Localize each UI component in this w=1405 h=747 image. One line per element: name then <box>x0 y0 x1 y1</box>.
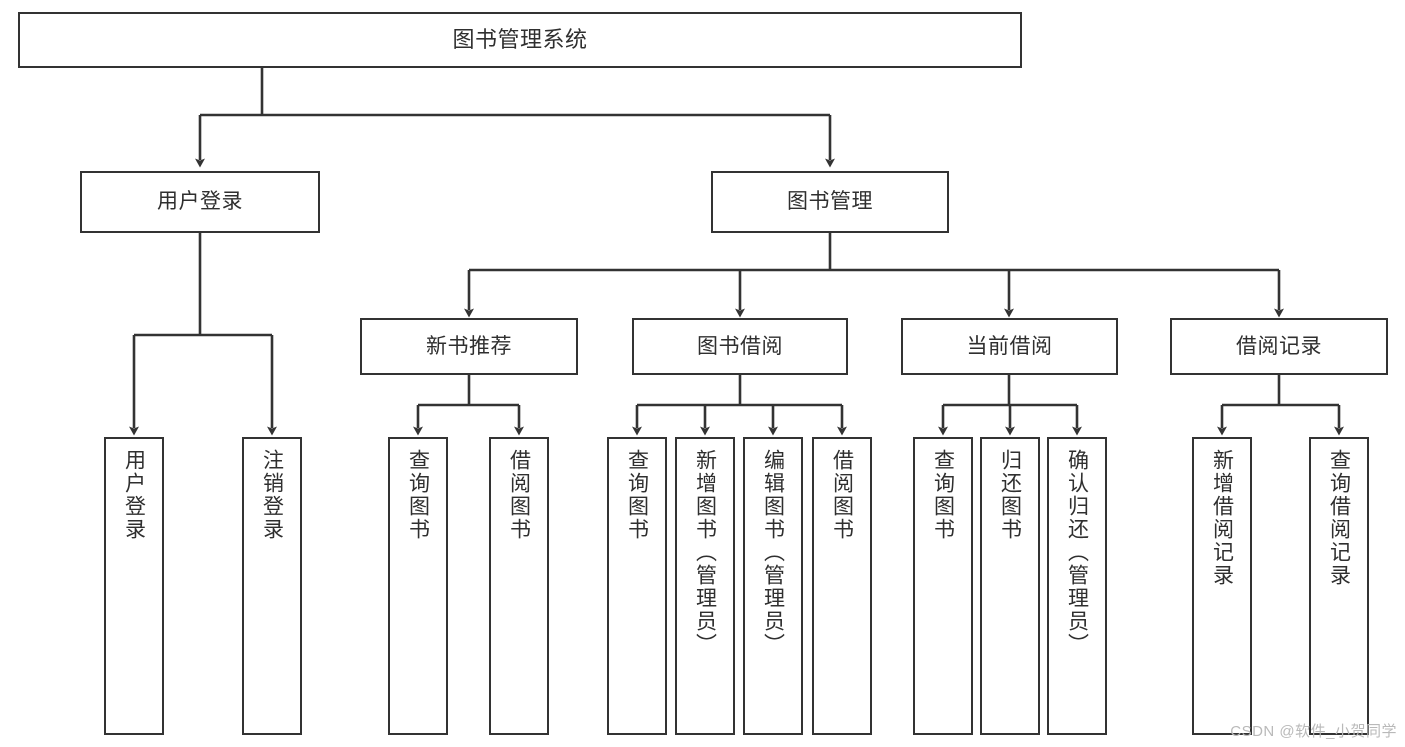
node-label: 图书管理系统 <box>452 26 588 52</box>
node-label: 编辑图书（管理员） <box>761 449 785 656</box>
node-label: 图书借阅 <box>697 334 783 358</box>
node-label: 当前借阅 <box>966 334 1053 358</box>
node-label: 归还图书 <box>998 449 1022 541</box>
node-label: 确认归还（管理员） <box>1065 449 1089 656</box>
node-label: 新增图书（管理员） <box>693 449 717 656</box>
node-current-borrow[interactable]: 当前借阅 <box>901 318 1118 375</box>
node-label: 注销登录 <box>260 449 284 541</box>
node-new-book-recommend[interactable]: 新书推荐 <box>360 318 578 375</box>
node-leaf-edit-book-admin[interactable]: 编辑图书（管理员） <box>743 437 803 735</box>
node-leaf-confirm-return-admin[interactable]: 确认归还（管理员） <box>1047 437 1107 735</box>
node-label: 查询图书 <box>625 449 649 541</box>
node-label: 查询借阅记录 <box>1327 449 1351 587</box>
node-leaf-query-borrow-record[interactable]: 查询借阅记录 <box>1309 437 1369 735</box>
node-leaf-add-borrow-record[interactable]: 新增借阅记录 <box>1192 437 1252 735</box>
node-leaf-logout[interactable]: 注销登录 <box>242 437 302 735</box>
csdn-watermark: CSDN @软件_小贺同学 <box>1230 723 1397 740</box>
node-label: 借阅记录 <box>1236 334 1322 358</box>
node-borrow-record[interactable]: 借阅记录 <box>1170 318 1388 375</box>
node-root-book-management-system[interactable]: 图书管理系统 <box>18 12 1022 68</box>
node-label: 用户登录 <box>122 449 146 541</box>
node-book-management[interactable]: 图书管理 <box>711 171 949 233</box>
node-label: 图书管理 <box>787 190 873 214</box>
node-label: 借阅图书 <box>507 449 531 541</box>
node-leaf-user-login[interactable]: 用户登录 <box>104 437 164 735</box>
node-label: 新书推荐 <box>426 334 512 358</box>
node-label: 借阅图书 <box>830 449 854 541</box>
node-leaf-return-book[interactable]: 归还图书 <box>980 437 1040 735</box>
node-leaf-borrow-book[interactable]: 借阅图书 <box>812 437 872 735</box>
node-label: 新增借阅记录 <box>1210 449 1234 587</box>
node-book-borrow[interactable]: 图书借阅 <box>632 318 848 375</box>
node-label: 查询图书 <box>406 449 430 541</box>
node-leaf-add-book-admin[interactable]: 新增图书（管理员） <box>675 437 735 735</box>
node-leaf-query-book-borrow[interactable]: 查询图书 <box>607 437 667 735</box>
node-leaf-borrow-book-recommend[interactable]: 借阅图书 <box>489 437 549 735</box>
node-leaf-query-book-current[interactable]: 查询图书 <box>913 437 973 735</box>
node-user-login[interactable]: 用户登录 <box>80 171 320 233</box>
node-label: 用户登录 <box>157 190 243 214</box>
node-label: 查询图书 <box>931 449 955 541</box>
node-leaf-query-book-recommend[interactable]: 查询图书 <box>388 437 448 735</box>
